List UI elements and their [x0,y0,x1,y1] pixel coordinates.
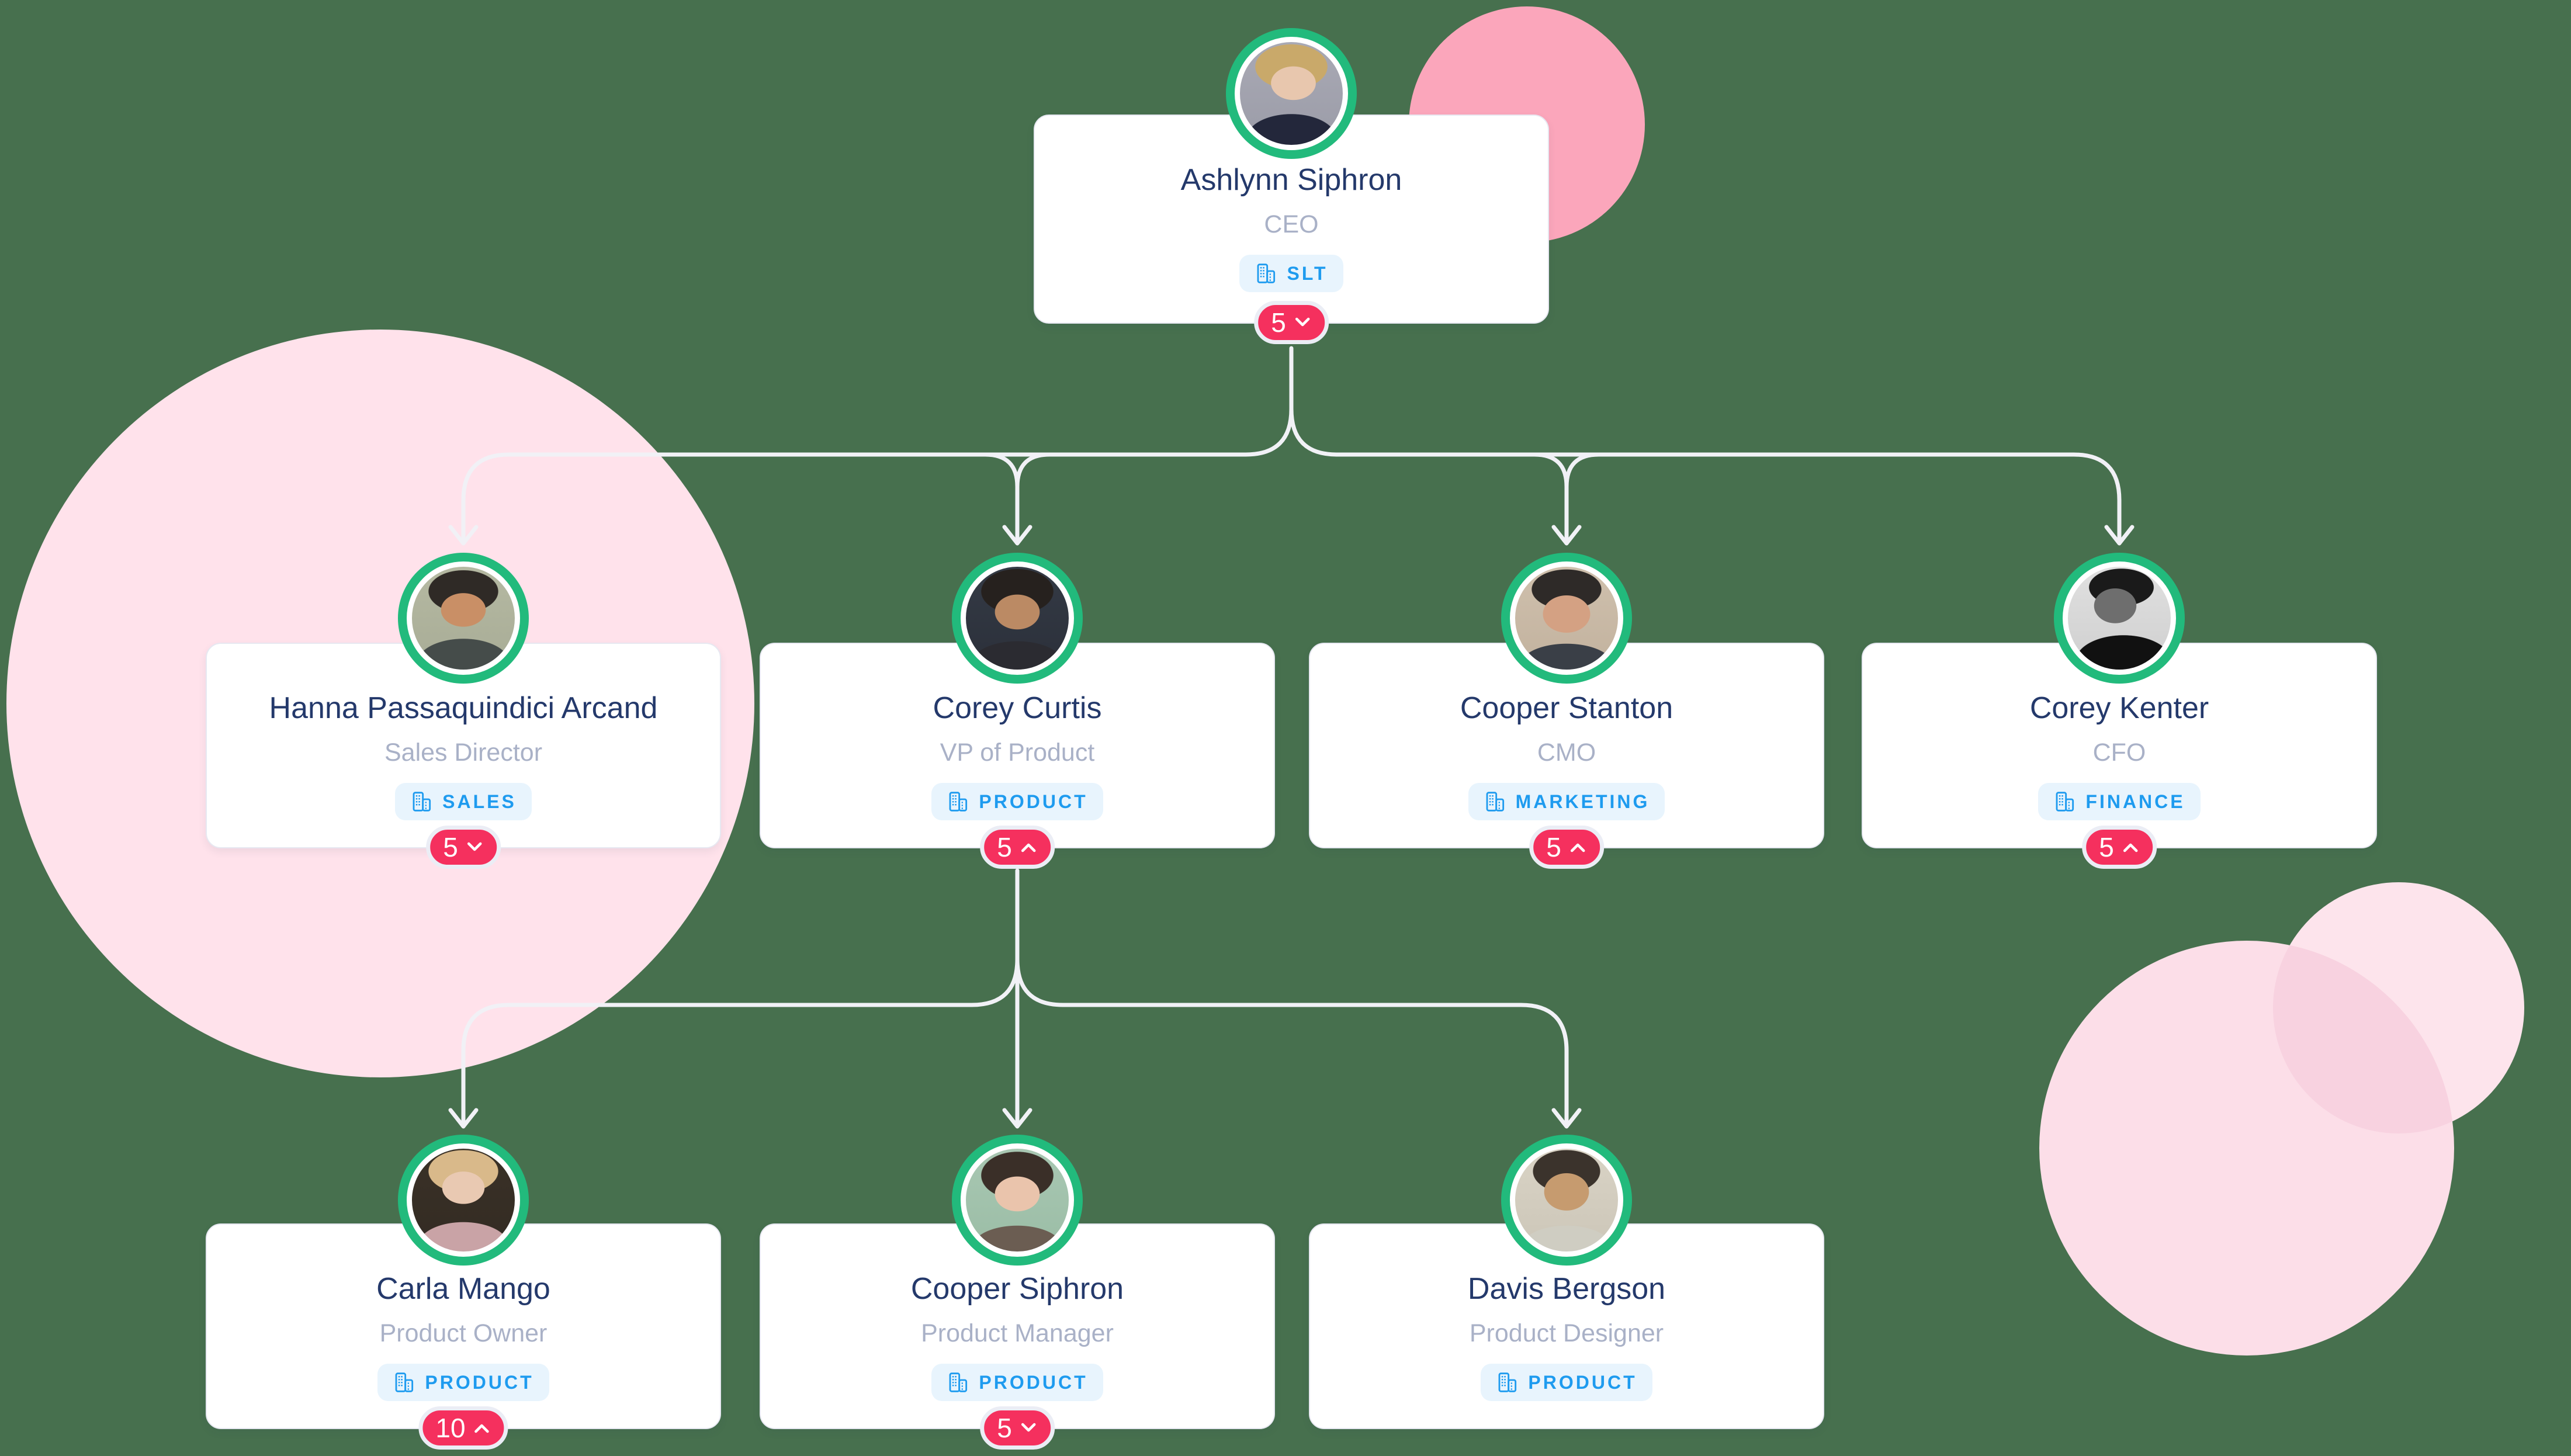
building-icon [1257,264,1276,283]
reports-count-badge[interactable]: 5 [980,826,1055,869]
department-badge: SALES [395,783,532,820]
reports-count: 5 [443,832,458,862]
avatar[interactable] [1501,553,1632,684]
chevron-icon [1021,843,1036,852]
person-name: Carla Mango [376,1272,550,1306]
department-badge: PRODUCT [931,783,1103,820]
person-card-ceo[interactable]: Ashlynn Siphron CEO SLT 5 [1034,115,1549,344]
person-title: Product Owner [379,1319,548,1347]
person-title: CFO [2092,739,2146,767]
avatar-photo [1510,561,1623,675]
reports-count-badge[interactable]: 5 [2082,826,2157,869]
department-badge: MARKETING [1468,783,1665,820]
department-label: FINANCE [2085,791,2185,812]
reports-count: 5 [2099,832,2114,862]
chevron-icon [474,1424,489,1433]
avatar[interactable] [952,553,1083,684]
person-card[interactable]: Carla Mango Product Owner PRODUCT 10 [206,1223,721,1450]
person-card[interactable]: Davis Bergson Product Designer PRODUCT [1309,1223,1824,1429]
reports-count-badge[interactable]: 5 [426,826,501,869]
department-label: SLT [1287,262,1328,284]
building-icon [413,792,431,812]
person-name: Corey Kenter [2029,691,2209,725]
reports-count-badge[interactable]: 5 [980,1406,1055,1450]
avatar-photo [961,561,1074,675]
department-badge: PRODUCT [377,1364,549,1401]
department-label: PRODUCT [979,1371,1088,1393]
department-label: PRODUCT [425,1371,534,1393]
building-icon [1486,792,1504,812]
person-card[interactable]: Corey Curtis VP of Product PRODUCT 5 [760,643,1275,869]
person-name: Cooper Siphron [910,1272,1124,1306]
connector-arrowheads-level2 [448,1108,1582,1129]
person-card[interactable]: Cooper Siphron Product Manager PRODUCT 5 [760,1223,1275,1450]
person-name: Cooper Stanton [1460,691,1673,725]
department-badge: PRODUCT [1481,1364,1652,1401]
person-title: VP of Product [940,739,1095,767]
person-name: Hanna Passaquindici Arcand [269,691,658,725]
department-badge: SLT [1239,255,1343,292]
reports-count: 5 [1271,307,1286,338]
avatar[interactable] [398,553,529,684]
department-label: PRODUCT [979,791,1088,812]
avatar-photo [1235,37,1348,150]
department-label: PRODUCT [1528,1371,1637,1393]
chevron-icon [1021,1423,1036,1432]
reports-count: 5 [1546,832,1561,862]
department-badge: PRODUCT [931,1364,1103,1401]
reports-count: 5 [997,1413,1012,1443]
person-name: Corey Curtis [933,691,1102,725]
avatar-photo [1510,1143,1623,1257]
reports-count-badge[interactable]: 5 [1254,301,1329,344]
building-icon [949,1372,968,1392]
avatar-photo [2063,561,2176,675]
person-title: Sales Director [384,739,543,767]
decorative-circle-overlap [2039,941,2454,1356]
reports-count-badge[interactable]: 5 [1529,826,1604,869]
avatar[interactable] [398,1135,529,1266]
reports-count: 5 [997,832,1012,862]
avatar-photo [407,1143,520,1257]
building-icon [395,1372,414,1392]
building-icon [2056,792,2074,812]
person-title: Product Manager [921,1319,1114,1347]
chevron-icon [1295,317,1310,327]
avatar[interactable] [1501,1135,1632,1266]
reports-count: 10 [435,1413,466,1443]
department-label: MARKETING [1515,791,1650,812]
person-title: CMO [1537,739,1596,767]
chevron-icon [1570,843,1585,852]
connector-tree-level2 [461,868,1569,1124]
avatar[interactable] [1226,28,1357,159]
reports-count-badge[interactable]: 10 [418,1406,508,1450]
person-title: CEO [1264,210,1319,238]
connector-arrowheads-level1 [448,525,2135,546]
chevron-icon [2123,843,2138,852]
person-title: Product Designer [1469,1319,1664,1347]
department-badge: FINANCE [2038,783,2201,820]
avatar-photo [961,1143,1074,1257]
chevron-icon [467,842,482,851]
avatar-photo [407,561,520,675]
person-name: Ashlynn Siphron [1180,163,1402,197]
department-label: SALES [442,791,517,812]
building-icon [949,792,968,812]
connector-tree-level1 [461,346,2122,541]
avatar[interactable] [952,1135,1083,1266]
building-icon [1498,1372,1517,1392]
avatar[interactable] [2054,553,2185,684]
person-name: Davis Bergson [1467,1272,1666,1306]
